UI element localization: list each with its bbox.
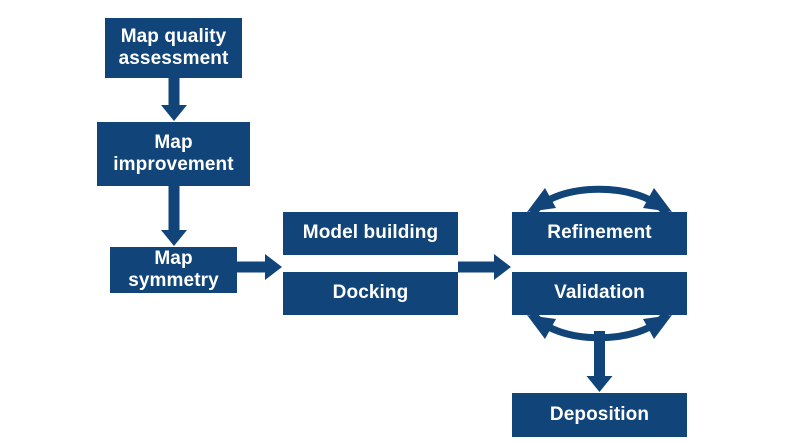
node-label-line2: improvement — [113, 154, 234, 175]
node-label: Docking — [332, 282, 409, 304]
arrow-symmetry-to-building — [237, 254, 282, 280]
node-label-line1: Map quality — [120, 25, 227, 47]
node-label: Deposition — [549, 403, 650, 425]
node-label: Refinement — [547, 222, 652, 244]
arrow-building-to-refinement — [458, 254, 511, 280]
node-docking[interactable]: Docking — [283, 272, 458, 315]
node-refinement[interactable]: Refinement — [512, 212, 687, 255]
node-map-quality-assessment[interactable]: Map quality assessment — [105, 18, 242, 78]
node-label: Model building — [302, 222, 439, 244]
node-label: Validation — [554, 282, 645, 304]
arrow-improvement-to-symmetry — [161, 186, 187, 246]
arrow-quality-to-improvement — [161, 78, 187, 121]
arrow-cycle-to-deposition — [586, 331, 613, 392]
node-deposition[interactable]: Deposition — [512, 393, 687, 437]
node-map-improvement[interactable]: Map improvement — [97, 122, 250, 186]
node-label-line2: symmetry — [128, 270, 219, 291]
arc-cycle-top — [527, 185, 672, 217]
node-validation[interactable]: Validation — [512, 272, 687, 315]
node-label-line1: Map — [154, 247, 193, 269]
node-model-building[interactable]: Model building — [283, 212, 458, 255]
node-label-line2: assessment — [118, 48, 229, 69]
node-label-line1: Map — [154, 131, 193, 153]
node-map-symmetry[interactable]: Map symmetry — [110, 247, 237, 293]
